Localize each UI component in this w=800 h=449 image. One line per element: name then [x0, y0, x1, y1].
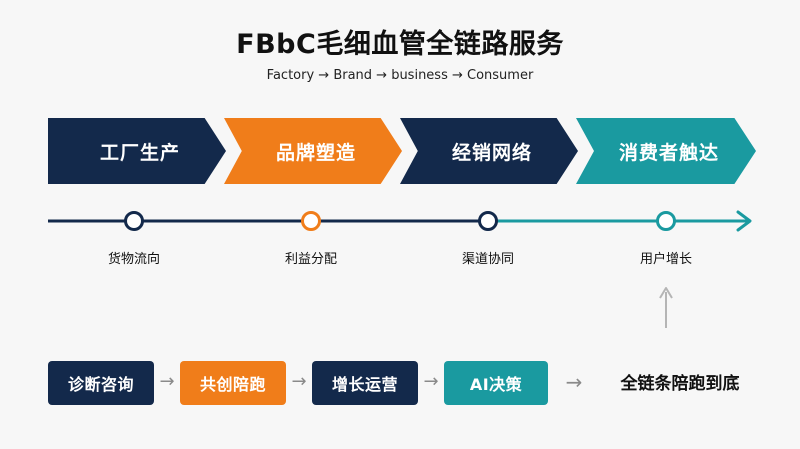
- timeline-node-channel: [478, 211, 498, 231]
- stage-factory: 工厂生产: [48, 118, 226, 184]
- arrow-right-icon: →: [291, 371, 307, 392]
- service-cocreate-label: 共创陪跑: [199, 375, 266, 394]
- stage-brand-label: 品牌塑造: [275, 141, 356, 164]
- stage-consumer: 消费者触达: [576, 118, 756, 184]
- timeline-arrow-head-icon: [736, 210, 752, 232]
- stage-brand: 品牌塑造: [224, 118, 402, 184]
- arrow-right-icon: →: [423, 371, 439, 392]
- timeline-label-benefit: 利益分配: [284, 252, 337, 267]
- timeline-label-channel: 渠道协同: [461, 252, 514, 267]
- service-ai-label: AI决策: [469, 375, 523, 394]
- page-title: FBbC毛细血管全链路服务: [236, 29, 564, 60]
- timeline-node-goods: [124, 211, 144, 231]
- page-subtitle: Factory → Brand → business → Consumer: [266, 68, 534, 83]
- service-ai: AI决策: [444, 361, 548, 405]
- service-diagnosis: 诊断咨询: [48, 361, 154, 405]
- timeline-label-goods: 货物流向: [107, 252, 160, 267]
- service-cocreate: 共创陪跑: [180, 361, 286, 405]
- service-growth-label: 增长运营: [331, 375, 398, 394]
- stage-factory-label: 工厂生产: [99, 141, 180, 164]
- timeline-node-benefit: [301, 211, 321, 231]
- arrow-right-icon: →: [565, 370, 583, 394]
- stage-consumer-label: 消费者触达: [618, 141, 719, 164]
- service-diagnosis-label: 诊断咨询: [67, 375, 134, 394]
- growth-up-arrow-icon: [659, 287, 673, 299]
- timeline-node-user: [656, 211, 676, 231]
- final-statement: 全链条陪跑到底: [620, 374, 740, 394]
- service-growth: 增长运营: [312, 361, 418, 405]
- stage-distribution-label: 经销网络: [451, 141, 532, 164]
- timeline-label-user: 用户增长: [639, 252, 692, 267]
- arrow-right-icon: →: [159, 371, 175, 392]
- stage-distribution: 经销网络: [400, 118, 578, 184]
